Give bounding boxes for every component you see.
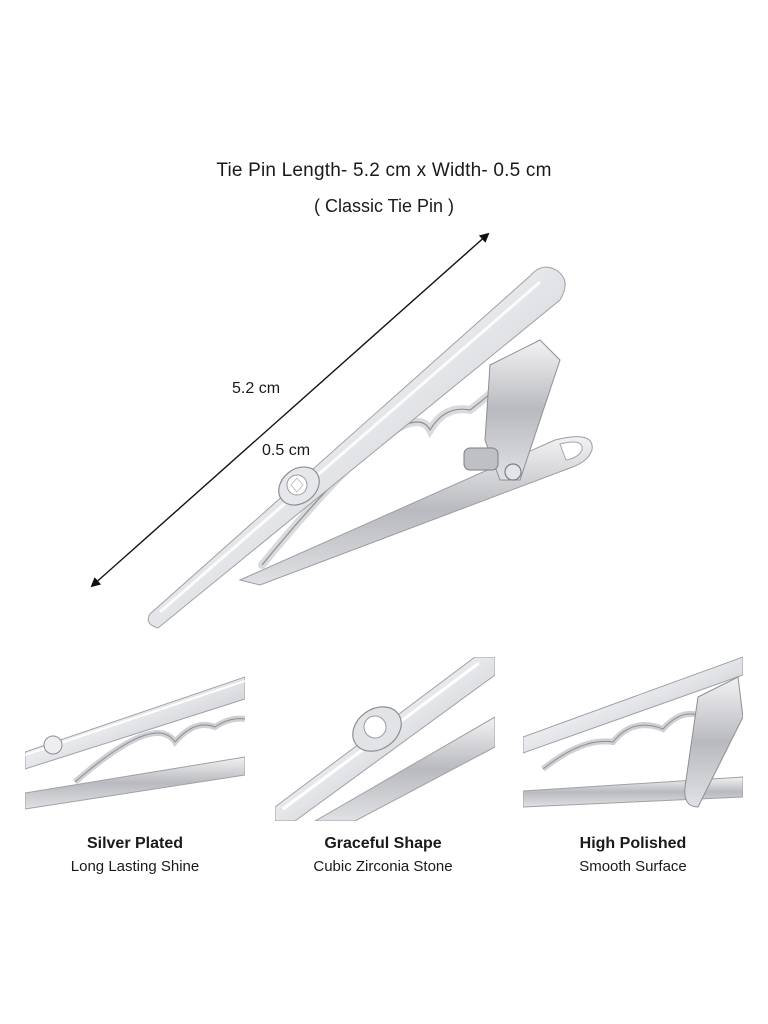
headline-dimensions: Tie Pin Length- 5.2 cm x Width- 0.5 cm — [216, 160, 552, 181]
length-label: 5.2 cm — [232, 380, 281, 397]
feature-subtitle: Cubic Zirconia Stone — [313, 858, 453, 875]
feature-subtitle: Long Lasting Shine — [70, 858, 200, 875]
feature-subtitle: Smooth Surface — [579, 858, 687, 875]
feature-title: Graceful Shape — [324, 835, 442, 852]
feature-image-graceful-shape — [275, 657, 495, 821]
feature-image-high-polished — [523, 657, 743, 821]
tie-pin-hinge — [484, 339, 561, 481]
feature-caption-graceful-shape: Graceful Shape Cubic Zirconia Stone — [258, 834, 508, 878]
feature-title: High Polished — [579, 835, 687, 852]
headline-product-type: ( Classic Tie Pin ) — [313, 196, 455, 216]
feature-image-silver-plated — [25, 657, 245, 821]
length-dimension-arrow — [90, 232, 490, 588]
feature-caption-high-polished: High Polished Smooth Surface — [508, 834, 758, 878]
feature-title: Silver Plated — [86, 835, 184, 852]
feature-caption-silver-plated: Silver Plated Long Lasting Shine — [10, 834, 260, 878]
tie-pin-hero-illustration — [90, 232, 593, 629]
tie-pin-main-bar — [147, 266, 566, 629]
width-label: 0.5 cm — [262, 442, 311, 459]
